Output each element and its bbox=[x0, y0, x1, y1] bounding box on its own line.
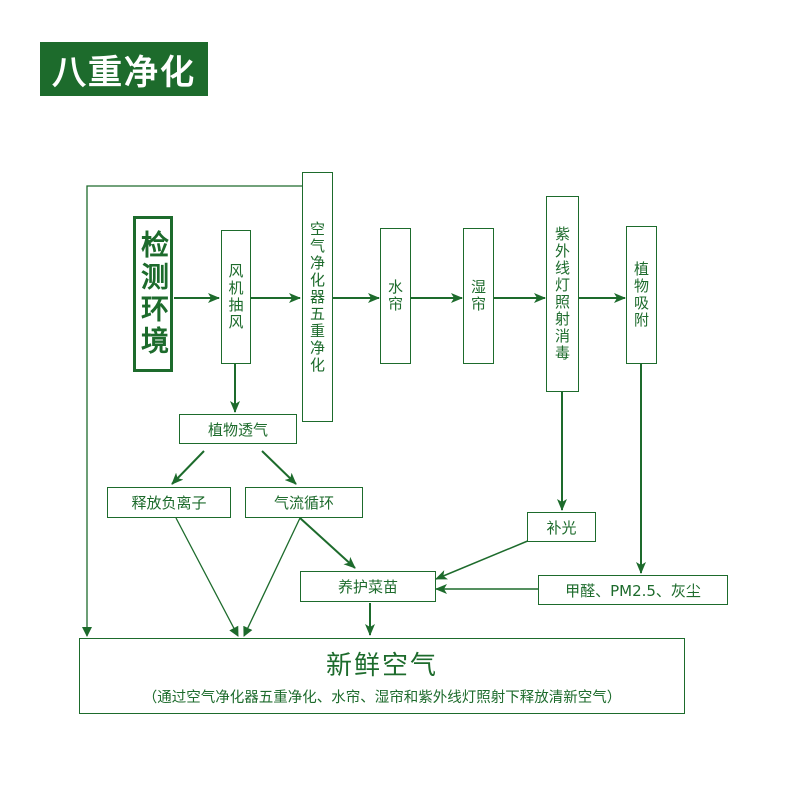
plant-breathing-box: 植物透气 bbox=[179, 414, 297, 444]
arrow-breath-circulation bbox=[261, 450, 297, 485]
anion-release-box: 释放负离子 bbox=[107, 487, 231, 518]
page-title: 八重净化 bbox=[40, 42, 208, 96]
fresh-air-subtitle: （通过空气净化器五重净化、水帘、湿帘和紫外线灯照射下释放清新空气） bbox=[142, 690, 622, 706]
water-curtain-box: 水帘 bbox=[380, 228, 411, 364]
plant-adsorption-box: 植物吸附 bbox=[626, 226, 657, 364]
fan-box: 风机抽风 bbox=[221, 230, 251, 364]
nurture-seedlings-box: 养护菜苗 bbox=[300, 571, 436, 602]
fresh-air-box: 新鲜空气 （通过空气净化器五重净化、水帘、湿帘和紫外线灯照射下释放清新空气） bbox=[79, 638, 685, 714]
fill-light-box: 补光 bbox=[527, 512, 596, 542]
feedback-line bbox=[82, 185, 303, 637]
line-anion-result bbox=[175, 517, 239, 637]
arrow-circulation-nurture bbox=[299, 517, 356, 569]
line-circulation-result bbox=[243, 517, 301, 637]
uv-lamp-box: 紫外线灯照射消毒 bbox=[546, 196, 579, 392]
fresh-air-title: 新鲜空气 bbox=[325, 651, 438, 681]
purifier-box: 空气净化器五重净化 bbox=[302, 172, 333, 422]
air-circulation-box: 气流循环 bbox=[245, 487, 363, 518]
detect-environment-box: 检测环境 bbox=[133, 216, 173, 372]
arrow-filllight-nurture bbox=[435, 539, 531, 580]
arrow-breath-anion bbox=[171, 450, 205, 485]
pollutants-box: 甲醛、PM2.5、灰尘 bbox=[538, 575, 728, 605]
wet-curtain-box: 湿帘 bbox=[463, 228, 494, 364]
